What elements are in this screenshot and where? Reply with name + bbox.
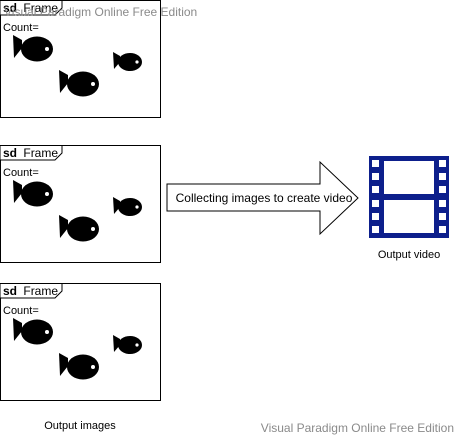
frame-count-label: Count= xyxy=(3,22,39,34)
arrow-label: Collecting images to create video xyxy=(176,191,353,205)
svg-text:sd Frame: sd Frame xyxy=(3,284,58,298)
frame-count-label: Count= xyxy=(3,305,39,317)
svg-text:sd Frame: sd Frame xyxy=(3,1,58,15)
svg-text:sd Frame: sd Frame xyxy=(3,146,58,160)
frame-count-label: Count= xyxy=(3,167,39,179)
film-strip-icon xyxy=(369,156,449,238)
output-video-label: Output video xyxy=(378,249,440,261)
watermark-top: Visual Paradigm Online Free Edition xyxy=(4,5,197,19)
sd-frame-1: sd Frame Count= xyxy=(1,1,161,118)
fish-icon xyxy=(1,146,161,263)
sd-frame-2: sd Frame Count= xyxy=(1,146,161,263)
collect-arrow xyxy=(166,160,359,236)
frame-keyword: sd xyxy=(3,1,17,15)
frame-name: Frame xyxy=(23,284,58,298)
frame-name: Frame xyxy=(23,146,58,160)
output-images-label: Output images xyxy=(44,420,116,432)
fish-icon xyxy=(1,284,161,401)
frame-keyword: sd xyxy=(3,146,17,160)
frame-name: Frame xyxy=(23,1,58,15)
frame-keyword: sd xyxy=(3,284,17,298)
sd-frame-3: sd Frame Count= xyxy=(1,284,161,401)
watermark-bottom: Visual Paradigm Online Free Edition xyxy=(261,421,454,435)
